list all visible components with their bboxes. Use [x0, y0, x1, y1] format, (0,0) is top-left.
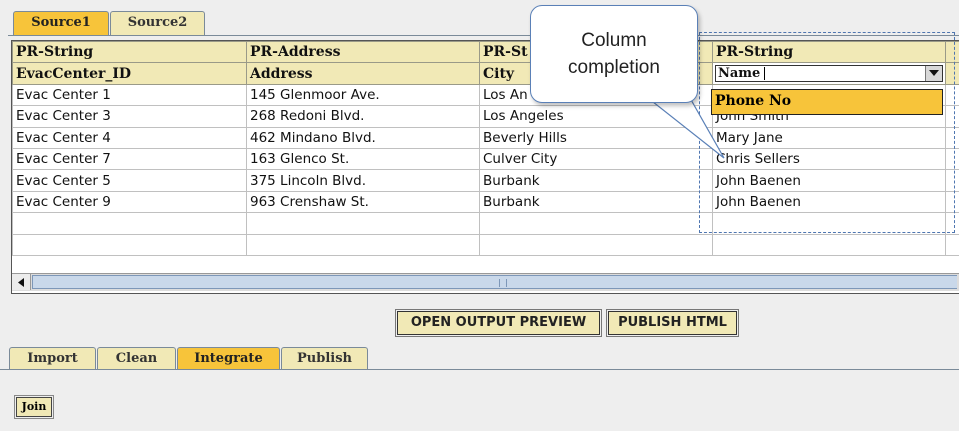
column-name-select[interactable]: Name [715, 65, 943, 82]
table-cell[interactable] [480, 213, 713, 234]
table-cell[interactable]: Burbank [480, 170, 713, 191]
type-header-cell[interactable]: PR-String [713, 42, 946, 63]
table-cell[interactable]: 963 Crenshaw St. [247, 191, 480, 212]
table-row[interactable]: Evac Center 4 462 Mindano Blvd. Beverly … [13, 127, 959, 148]
table-cell[interactable] [713, 213, 946, 234]
scroll-left-icon[interactable] [12, 274, 31, 290]
table-cell[interactable]: 268 Redoni Blvd. [247, 106, 480, 127]
tab-integrate[interactable]: Integrate [177, 347, 280, 370]
table-cell[interactable] [946, 127, 959, 148]
text-caret [764, 67, 765, 80]
tab-clean[interactable]: Clean [97, 347, 176, 370]
name-header-row: EvacCenter_ID Address City Name [13, 63, 959, 84]
type-header-cell[interactable] [946, 42, 959, 63]
table-cell[interactable] [946, 170, 959, 191]
table-cell[interactable] [946, 148, 959, 169]
table-cell[interactable]: John Baenen [713, 170, 946, 191]
dropdown-arrow-icon[interactable] [925, 66, 942, 81]
type-header-cell[interactable]: PR-String [13, 42, 247, 63]
table-cell[interactable]: 163 Glenco St. [247, 148, 480, 169]
callout-line: completion [568, 54, 660, 81]
table-cell[interactable] [946, 106, 959, 127]
publish-html-button[interactable]: PUBLISH HTML [608, 311, 737, 335]
table-cell[interactable] [247, 234, 480, 255]
type-header-cell[interactable]: PR-Address [247, 42, 480, 63]
table-row[interactable]: Evac Center 9 963 Crenshaw St. Burbank J… [13, 191, 959, 212]
table-cell[interactable]: Los Angeles [480, 106, 713, 127]
table-cell[interactable]: 145 Glenmoor Ave. [247, 84, 480, 105]
table-cell[interactable]: Evac Center 3 [13, 106, 247, 127]
callout-line: Column [568, 27, 660, 54]
tab-source2[interactable]: Source2 [110, 11, 205, 35]
name-header-cell[interactable] [946, 63, 959, 84]
scrollbar-thumb[interactable] [32, 275, 957, 289]
table-cell[interactable]: Culver City [480, 148, 713, 169]
tab-publish[interactable]: Publish [281, 347, 368, 370]
table-cell[interactable]: Burbank [480, 191, 713, 212]
table-cell[interactable]: 375 Lincoln Blvd. [247, 170, 480, 191]
table-cell[interactable]: Evac Center 4 [13, 127, 247, 148]
open-output-preview-button[interactable]: OPEN OUTPUT PREVIEW [397, 311, 600, 335]
grip-icon [499, 279, 507, 287]
horizontal-scrollbar[interactable] [12, 273, 959, 291]
table-cell[interactable] [946, 84, 959, 105]
table-cell[interactable]: Evac Center 9 [13, 191, 247, 212]
dropdown-option-highlighted[interactable]: Phone No [711, 89, 943, 115]
table-cell[interactable]: John Baenen [713, 191, 946, 212]
table-row[interactable] [13, 213, 959, 234]
table-cell[interactable]: Mary Jane [713, 127, 946, 148]
table-cell[interactable] [13, 213, 247, 234]
join-button[interactable]: Join [16, 397, 52, 417]
table-row[interactable]: Evac Center 7 163 Glenco St. Culver City… [13, 148, 959, 169]
table-cell[interactable] [946, 191, 959, 212]
tab-import[interactable]: Import [9, 347, 96, 370]
data-table: PR-String PR-Address PR-St PR-String Eva… [11, 40, 959, 294]
name-header-cell[interactable]: EvacCenter_ID [13, 63, 247, 84]
table-cell[interactable]: Beverly Hills [480, 127, 713, 148]
integrate-panel [0, 369, 959, 431]
table-cell[interactable] [247, 213, 480, 234]
tab-source1[interactable]: Source1 [13, 11, 109, 35]
table-cell[interactable] [946, 213, 959, 234]
table-cell[interactable]: Evac Center 1 [13, 84, 247, 105]
table-cell[interactable] [946, 234, 959, 255]
table-row[interactable]: Evac Center 5 375 Lincoln Blvd. Burbank … [13, 170, 959, 191]
table-cell[interactable] [713, 234, 946, 255]
name-header-cell[interactable]: Address [247, 63, 480, 84]
name-header-cell: Name [713, 63, 946, 84]
table-cell[interactable]: Evac Center 7 [13, 148, 247, 169]
table-cell[interactable] [480, 234, 713, 255]
column-name-select-value[interactable]: Name [716, 66, 925, 81]
table-row[interactable] [13, 234, 959, 255]
table-cell[interactable] [13, 234, 247, 255]
table-cell[interactable]: Evac Center 5 [13, 170, 247, 191]
table-cell[interactable]: 462 Mindano Blvd. [247, 127, 480, 148]
table-cell[interactable]: Chris Sellers [713, 148, 946, 169]
callout-bubble: Column completion [530, 5, 698, 103]
type-header-row: PR-String PR-Address PR-St PR-String [13, 42, 959, 63]
